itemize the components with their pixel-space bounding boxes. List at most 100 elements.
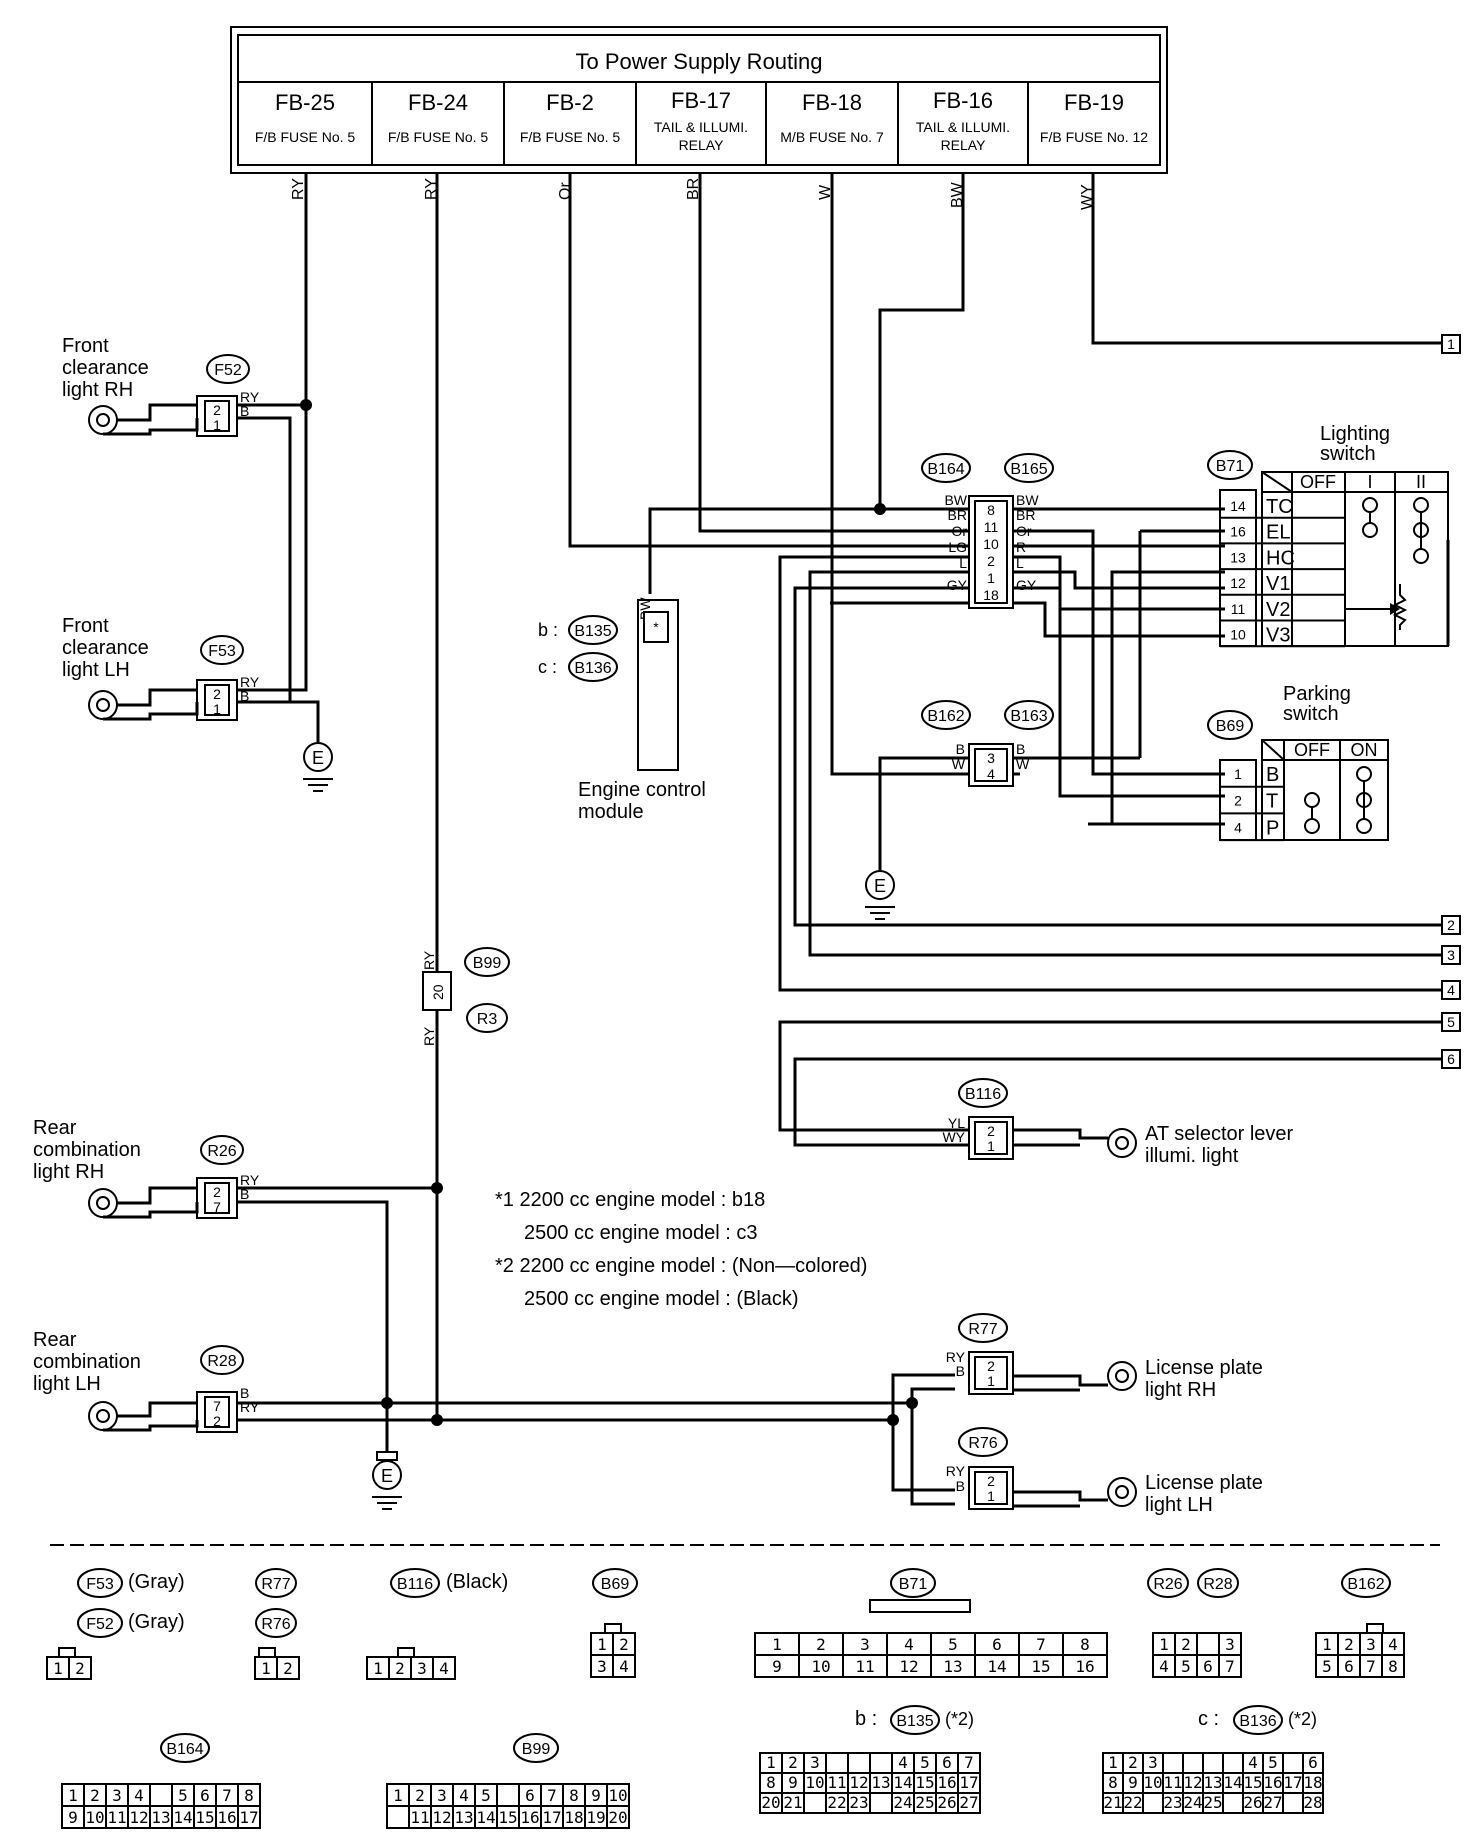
fuse-fb16-id: FB-16 (933, 88, 993, 113)
svg-text:B164: B164 (927, 461, 964, 478)
svg-text:11: 11 (410, 1808, 429, 1827)
license-lh-label-2: light LH (1145, 1494, 1213, 1516)
svg-text:B: B (956, 1478, 965, 1494)
svg-text:7: 7 (213, 1199, 221, 1215)
legend-b116-cell (432, 1656, 456, 1680)
fuse-fb25-label: F/B FUSE No. 5 (255, 129, 356, 145)
svg-text:(Gray): (Gray) (128, 1571, 185, 1593)
svg-text:24: 24 (893, 1793, 912, 1812)
svg-text:11: 11 (107, 1808, 126, 1827)
conn-b116: B116 (965, 1086, 1001, 1103)
parking-switch: Parking switch B69 OFF ON (1207, 683, 1389, 841)
svg-text:23: 23 (1163, 1793, 1182, 1812)
legend-b99-cell (386, 1805, 410, 1829)
svg-text:2: 2 (213, 686, 221, 702)
svg-text:8: 8 (1108, 1773, 1118, 1792)
svg-text:6: 6 (1203, 1657, 1213, 1676)
lighting-term-EL: EL (1266, 522, 1290, 544)
legend-b69-cell (612, 1654, 636, 1678)
lighting-pin-10: 10 (1230, 627, 1246, 643)
svg-text:18: 18 (1303, 1773, 1322, 1792)
svg-text:RY: RY (421, 1026, 437, 1046)
parking-pin-2: 2 (1234, 793, 1242, 809)
svg-text:1: 1 (68, 1786, 78, 1805)
offpage-5: 5 (1447, 1014, 1455, 1030)
svg-text:9: 9 (68, 1808, 78, 1827)
svg-text:B116: B116 (397, 1576, 433, 1593)
svg-text:3: 3 (417, 1659, 427, 1678)
svg-text:9: 9 (788, 1773, 798, 1792)
svg-text:9: 9 (1128, 1773, 1138, 1792)
svg-text:LG: LG (948, 539, 967, 555)
wire-label-w: W (817, 184, 834, 200)
svg-text:22: 22 (1123, 1793, 1142, 1812)
bulb-front-rh-icon (88, 405, 118, 435)
svg-text:11: 11 (827, 1773, 846, 1792)
svg-text:1: 1 (1322, 1635, 1332, 1654)
svg-text:(*2): (*2) (1288, 1709, 1317, 1729)
svg-text:21: 21 (783, 1793, 802, 1812)
svg-text:7: 7 (1366, 1657, 1376, 1676)
front-rh-label-3: light RH (62, 379, 133, 401)
legend-b136-cell (1282, 1752, 1304, 1774)
svg-text:RY: RY (240, 1399, 260, 1415)
svg-text:17: 17 (959, 1773, 978, 1792)
conn-f53: F53 (208, 643, 236, 660)
front-rh-label-2: clearance (62, 357, 149, 379)
svg-text:10: 10 (811, 1657, 830, 1676)
legend-b164-cell (149, 1783, 173, 1807)
offpage-3: 3 (1447, 947, 1455, 963)
svg-text:2: 2 (987, 1473, 995, 1489)
fuse-fb16-label-1: TAIL & ILLUMI. (916, 119, 1010, 135)
svg-text:10: 10 (805, 1773, 824, 1792)
svg-text:(Black): (Black) (446, 1571, 508, 1593)
svg-text:F52: F52 (86, 1616, 114, 1633)
svg-text:b :: b : (855, 1708, 877, 1730)
parking-term-P: P (1266, 817, 1279, 839)
svg-text:14: 14 (987, 1657, 1006, 1676)
svg-text:11: 11 (1163, 1773, 1182, 1792)
svg-text:14: 14 (476, 1808, 495, 1827)
svg-text:6: 6 (1344, 1657, 1354, 1676)
svg-text:OFF: OFF (1300, 472, 1336, 492)
variable-resistor-icon (1392, 584, 1408, 630)
rear-combination-lh: Rear combination light LH R28 7 2 B RY (33, 1329, 260, 1433)
svg-text:1: 1 (1159, 1635, 1169, 1654)
svg-text:4: 4 (1248, 1753, 1258, 1772)
svg-text:16: 16 (520, 1808, 539, 1827)
svg-text:2: 2 (213, 402, 221, 418)
svg-text:3: 3 (112, 1786, 122, 1805)
offpage-6: 6 (1447, 1051, 1455, 1067)
conn-b136: B136 (574, 660, 611, 677)
fuse-fb17-label-1: TAIL & ILLUMI. (654, 119, 748, 135)
svg-text:(Gray): (Gray) (128, 1611, 185, 1633)
legend-b71-cell (1062, 1654, 1108, 1678)
svg-text:17: 17 (1283, 1773, 1302, 1792)
svg-text:4: 4 (134, 1786, 144, 1805)
svg-text:2: 2 (75, 1659, 85, 1678)
note-1b: 2500 cc engine model : c3 (524, 1222, 758, 1244)
legend-tab (1366, 1623, 1384, 1634)
svg-text:17: 17 (239, 1808, 258, 1827)
svg-text:BR: BR (1016, 507, 1035, 523)
parking-contact-4 (1356, 818, 1372, 834)
svg-text:8: 8 (1388, 1657, 1398, 1676)
svg-text:12: 12 (432, 1808, 451, 1827)
svg-text:B136: B136 (1239, 1713, 1276, 1730)
legend-tab (258, 1647, 276, 1658)
legend-b136-cell (1162, 1752, 1184, 1774)
conn-b71: B71 (1216, 458, 1245, 475)
parking-switch-label-1: Parking (1283, 683, 1351, 705)
svg-text:1: 1 (772, 1635, 782, 1654)
svg-text:10: 10 (608, 1786, 627, 1805)
fuse-fb17-label-2: RELAY (679, 137, 725, 153)
legend-b164-cell (237, 1805, 261, 1829)
svg-text:RY: RY (240, 674, 260, 690)
conn-r76: R76 (968, 1435, 997, 1452)
license-rh-label-2: light RH (1145, 1379, 1216, 1401)
svg-text:2: 2 (213, 1413, 221, 1429)
conn-f52: F52 (214, 362, 242, 379)
svg-text:BW: BW (944, 492, 967, 508)
front-clearance-rh: Front clearance light RH F52 2 1 RY B (62, 335, 260, 437)
legend-b136-cell (1142, 1792, 1164, 1814)
